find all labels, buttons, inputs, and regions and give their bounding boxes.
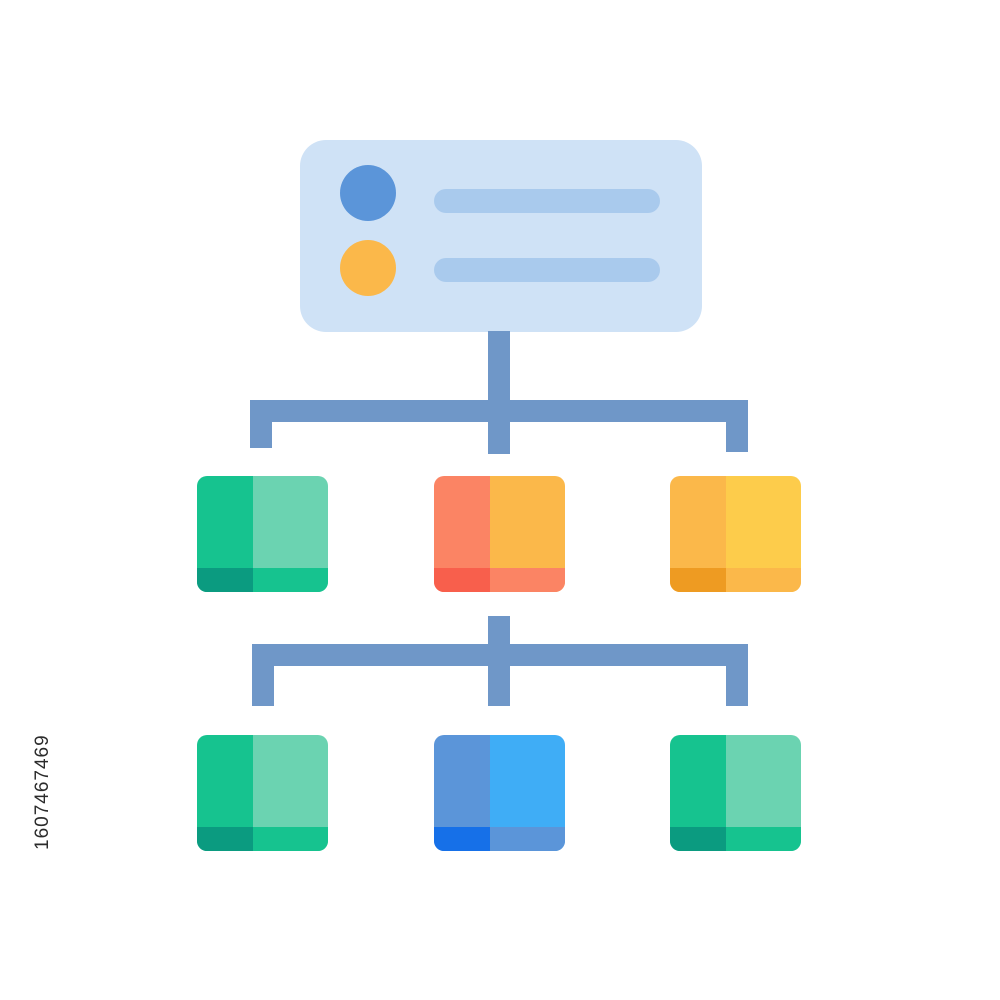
- box-bottom-right-band: [490, 827, 565, 851]
- lower-connector: [252, 616, 748, 706]
- box-bottom-left-band: [197, 568, 253, 592]
- orange-dot-icon: [340, 240, 396, 296]
- blue-dot-icon: [340, 165, 396, 221]
- lower-drop-left: [252, 644, 274, 706]
- header-card: [300, 140, 702, 332]
- box-bottom-left-band: [197, 827, 253, 851]
- level-1-nodes: [197, 476, 801, 592]
- green-box-icon: [197, 735, 328, 851]
- upper-drop-center: [488, 400, 510, 454]
- box-bottom-right-band: [490, 568, 565, 592]
- level-2-nodes: [197, 735, 801, 851]
- upper-stem: [488, 331, 510, 421]
- yellow-box-icon: [670, 476, 801, 592]
- green-box-icon: [670, 735, 801, 851]
- box-bottom-left-band: [670, 568, 726, 592]
- blue-box-icon: [434, 735, 565, 851]
- box-bottom-right-band: [726, 568, 801, 592]
- box-bottom-right-band: [253, 827, 328, 851]
- orange-box-icon: [434, 476, 565, 592]
- header-text-line-2: [434, 258, 660, 282]
- box-bottom-left-band: [670, 827, 726, 851]
- box-bottom-left-band: [434, 568, 490, 592]
- green-box-icon: [197, 476, 328, 592]
- lower-drop-right: [726, 644, 748, 706]
- header-card-background: [300, 140, 702, 332]
- box-bottom-right-band: [253, 568, 328, 592]
- upper-connector: [250, 331, 748, 454]
- box-bottom-right-band: [726, 827, 801, 851]
- box-bottom-left-band: [434, 827, 490, 851]
- header-text-line-1: [434, 189, 660, 213]
- lower-crossbar: [252, 644, 748, 666]
- stock-id-label: 1607467469: [32, 734, 53, 850]
- upper-drop-right: [726, 400, 748, 452]
- upper-drop-left: [250, 400, 272, 448]
